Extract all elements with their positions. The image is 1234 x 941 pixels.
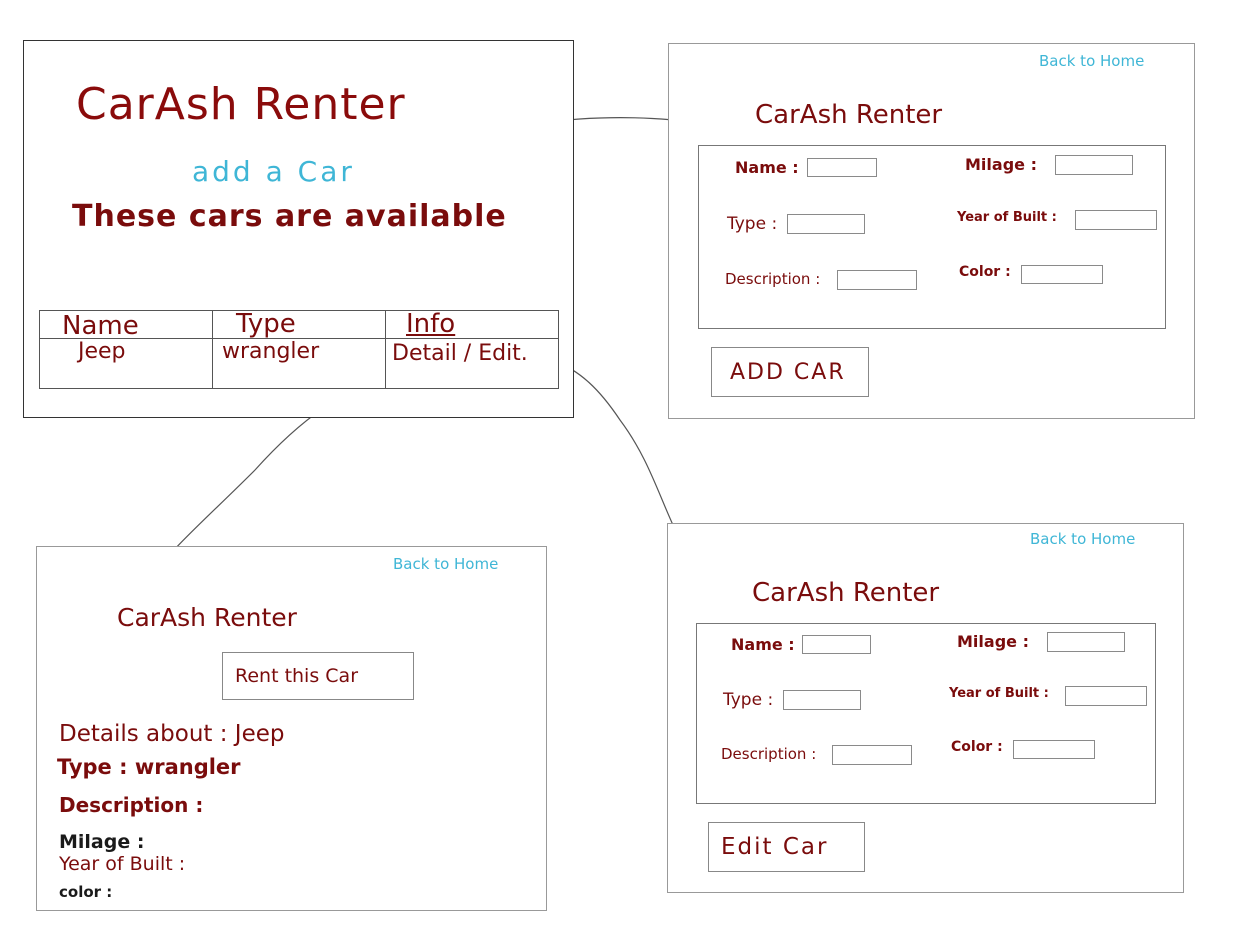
description-input[interactable] (832, 745, 912, 765)
type-line: Type : wrangler (57, 755, 241, 779)
table-col-divider-1 (212, 311, 213, 388)
edit-page-title: CarAsh Renter (752, 578, 940, 608)
add-car-page-panel: Back to Home CarAsh Renter Name : Milage… (668, 43, 1195, 419)
milage-label: Milage : (957, 632, 1029, 651)
type-input[interactable] (787, 214, 865, 234)
color-input[interactable] (1021, 265, 1103, 284)
type-input[interactable] (783, 690, 861, 710)
name-input[interactable] (802, 635, 871, 654)
add-car-link[interactable]: add a Car (192, 155, 355, 188)
name-input[interactable] (807, 158, 877, 177)
back-to-home-link[interactable]: Back to Home (393, 555, 499, 573)
add-car-form: Name : Milage : Type : Year of Built : D… (698, 145, 1166, 329)
table-cell-type: wrangler (222, 339, 320, 364)
type-label: Type : (723, 690, 774, 710)
table-header-info: Info (406, 309, 456, 339)
name-label: Name : (731, 635, 795, 654)
edit-car-page-panel: Back to Home CarAsh Renter Name : Milage… (667, 523, 1184, 893)
add-car-button-label: ADD CAR (730, 360, 846, 385)
rent-car-button-label: Rent this Car (235, 665, 358, 687)
milage-input[interactable] (1055, 155, 1133, 175)
table-header-type: Type (236, 309, 296, 339)
year-input[interactable] (1075, 210, 1157, 230)
milage-input[interactable] (1047, 632, 1125, 652)
car-detail-page-panel: Back to Home CarAsh Renter Rent this Car… (36, 546, 547, 911)
back-to-home-link[interactable]: Back to Home (1030, 530, 1136, 548)
table-cell-name: Jeep (78, 339, 126, 364)
color-label: Color : (951, 739, 1003, 755)
available-heading: These cars are available (72, 199, 507, 234)
color-input[interactable] (1013, 740, 1095, 759)
detail-page-title: CarAsh Renter (117, 603, 297, 632)
rent-car-button[interactable]: Rent this Car (222, 652, 414, 700)
edit-car-button[interactable]: Edit Car (708, 822, 865, 872)
table-header-name: Name (62, 311, 139, 341)
name-label: Name : (735, 158, 799, 177)
back-to-home-link[interactable]: Back to Home (1039, 52, 1145, 70)
milage-line: Milage : (59, 831, 145, 853)
details-about-line: Details about : Jeep (59, 721, 285, 747)
year-label: Year of Built : (957, 210, 1057, 225)
add-page-title: CarAsh Renter (755, 100, 943, 130)
description-input[interactable] (837, 270, 917, 290)
color-line: color : (59, 883, 113, 901)
description-label: Description : (725, 270, 821, 288)
type-label: Type : (727, 214, 778, 234)
table-header-divider (40, 338, 558, 339)
description-line: Description : (59, 793, 204, 817)
home-page-panel: CarAsh Renter add a Car These cars are a… (23, 40, 574, 418)
edit-car-button-label: Edit Car (721, 834, 829, 860)
cars-table: Name Type Info Jeep wrangler Detail / Ed… (39, 309, 559, 389)
color-label: Color : (959, 264, 1011, 280)
description-label: Description : (721, 745, 817, 763)
home-title: CarAsh Renter (76, 79, 406, 130)
milage-label: Milage : (965, 155, 1037, 174)
add-car-button[interactable]: ADD CAR (711, 347, 869, 397)
edit-car-form: Name : Milage : Type : Year of Built : D… (696, 623, 1156, 804)
year-line: Year of Built : (59, 853, 186, 875)
table-col-divider-2 (385, 311, 386, 388)
year-input[interactable] (1065, 686, 1147, 706)
year-label: Year of Built : (949, 686, 1049, 701)
detail-edit-link[interactable]: Detail / Edit. (392, 341, 528, 366)
